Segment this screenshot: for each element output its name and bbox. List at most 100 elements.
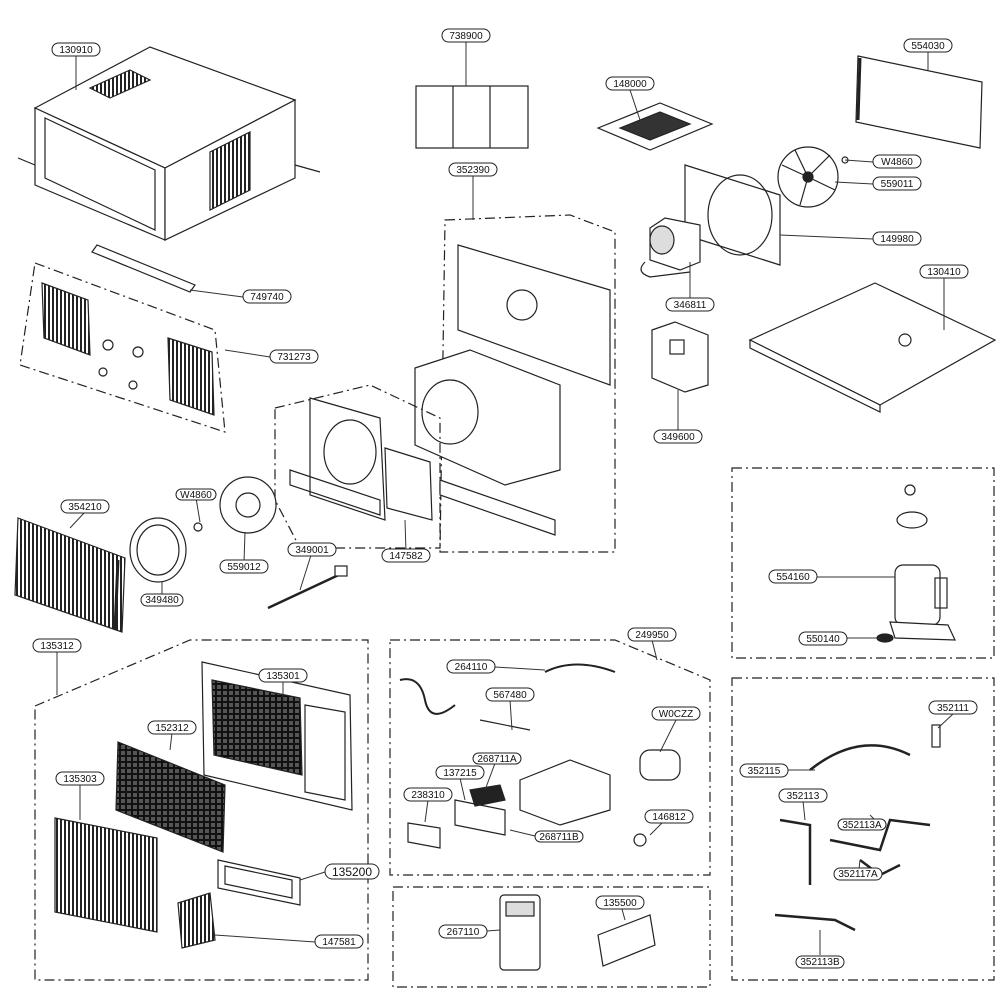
label-346811: 346811: [665, 297, 715, 312]
svg-text:749740: 749740: [250, 292, 284, 303]
remote-part: [499, 894, 541, 971]
svg-text:352390: 352390: [456, 165, 490, 176]
label-w0czz: W0CZZ: [651, 706, 701, 721]
svg-text:352113B: 352113B: [800, 957, 840, 968]
remote-group-box: [392, 886, 711, 988]
svg-text:352113A: 352113A: [842, 820, 882, 831]
rail-part: [91, 244, 196, 293]
label-152312: 152312: [147, 720, 197, 735]
bracket-part: [596, 102, 714, 151]
control-housing-group-box: [439, 214, 616, 553]
label-354210: 354210: [60, 499, 110, 514]
label-135312: 135312: [32, 638, 82, 653]
svg-text:135500: 135500: [603, 898, 637, 909]
svg-text:352111: 352111: [937, 703, 969, 714]
svg-text:352113: 352113: [787, 791, 820, 802]
svg-text:W4860: W4860: [881, 157, 913, 168]
side-panels-part: [41, 282, 215, 416]
label-559012: 559012: [219, 559, 269, 574]
svg-text:554030: 554030: [911, 41, 945, 52]
label-738900: 738900: [441, 28, 491, 43]
svg-text:550140: 550140: [806, 634, 840, 645]
svg-text:567480: 567480: [493, 690, 527, 701]
label-w4860-mid: W4860: [175, 488, 217, 501]
remote-holder-part: [597, 914, 656, 967]
svg-text:147581: 147581: [322, 937, 356, 948]
label-146812: 146812: [644, 809, 694, 824]
label-130910: 130910: [51, 42, 101, 57]
label-135500: 135500: [595, 895, 645, 910]
svg-text:147582: 147582: [389, 551, 423, 562]
label-130410: 130410: [919, 264, 969, 279]
svg-text:267110: 267110: [447, 927, 480, 938]
svg-text:249950: 249950: [635, 630, 669, 641]
svg-text:264110: 264110: [455, 662, 488, 673]
label-135303: 135303: [55, 771, 105, 786]
label-731273: 731273: [269, 349, 319, 364]
label-352117a: 352117A: [833, 867, 883, 881]
svg-text:152312: 152312: [155, 723, 189, 734]
label-264110: 264110: [446, 659, 496, 674]
label-268711a: 268711A: [472, 752, 522, 765]
condenser-fan-part: [777, 146, 849, 208]
label-550140: 550140: [798, 631, 848, 646]
label-349480: 349480: [140, 593, 184, 607]
grille-panel-part: [54, 817, 158, 933]
condenser-coil-part: [855, 55, 983, 149]
label-554160: 554160: [768, 569, 818, 584]
vent-part: [217, 859, 301, 906]
frame-group-box: [274, 384, 441, 549]
svg-text:559011: 559011: [881, 179, 914, 190]
drain-rod-part: [267, 565, 348, 610]
filter-part: [115, 741, 226, 853]
label-135301: 135301: [258, 668, 308, 683]
label-352115: 352115: [739, 763, 789, 778]
label-267110: 267110: [438, 924, 488, 939]
svg-text:W4860: W4860: [180, 490, 212, 501]
compressor-group-box: [731, 467, 995, 659]
motor-part: [640, 217, 701, 278]
label-148000: 148000: [605, 76, 655, 91]
svg-text:352117A: 352117A: [838, 869, 878, 880]
shroud-part: [684, 164, 781, 266]
electrical-parts: [399, 663, 681, 849]
base-pan-part: [748, 282, 997, 413]
electrical-group-box: [389, 639, 711, 876]
svg-text:559012: 559012: [227, 562, 261, 573]
svg-text:135200: 135200: [332, 865, 372, 879]
svg-text:354210: 354210: [68, 502, 102, 513]
label-352113b: 352113B: [795, 955, 845, 969]
evaporator-housing-part: [414, 244, 611, 486]
label-238310: 238310: [403, 787, 453, 802]
svg-text:130910: 130910: [59, 45, 93, 56]
svg-text:738900: 738900: [449, 31, 483, 42]
cabinet-part: [17, 46, 321, 241]
label-554030: 554030: [903, 38, 953, 53]
label-w4860-top: W4860: [872, 154, 922, 169]
svg-text:149980: 149980: [880, 234, 914, 245]
label-137215: 137215: [435, 765, 485, 780]
label-567480: 567480: [485, 687, 535, 702]
svg-text:146812: 146812: [652, 812, 686, 823]
orifice-ring-part: [129, 517, 187, 583]
svg-text:148000: 148000: [613, 79, 647, 90]
svg-text:346811: 346811: [674, 300, 707, 311]
svg-text:268711A: 268711A: [477, 754, 517, 765]
blower-wheel-part: [193, 476, 277, 534]
label-147582: 147582: [381, 548, 431, 563]
svg-text:349001: 349001: [295, 545, 329, 556]
evaporator-coil-part: [14, 517, 126, 633]
side-panels-group-box: [19, 262, 226, 433]
svg-text:137215: 137215: [443, 768, 477, 779]
front-grille-frame-part: [201, 661, 353, 811]
svg-text:135312: 135312: [40, 641, 74, 652]
label-268711b: 268711B: [534, 830, 584, 843]
label-352113: 352113: [778, 788, 828, 803]
label-349001: 349001: [287, 542, 337, 557]
svg-text:W0CZZ: W0CZZ: [659, 709, 693, 720]
compressor-part: [876, 484, 956, 643]
svg-text:238310: 238310: [411, 790, 445, 801]
svg-text:130410: 130410: [927, 267, 961, 278]
